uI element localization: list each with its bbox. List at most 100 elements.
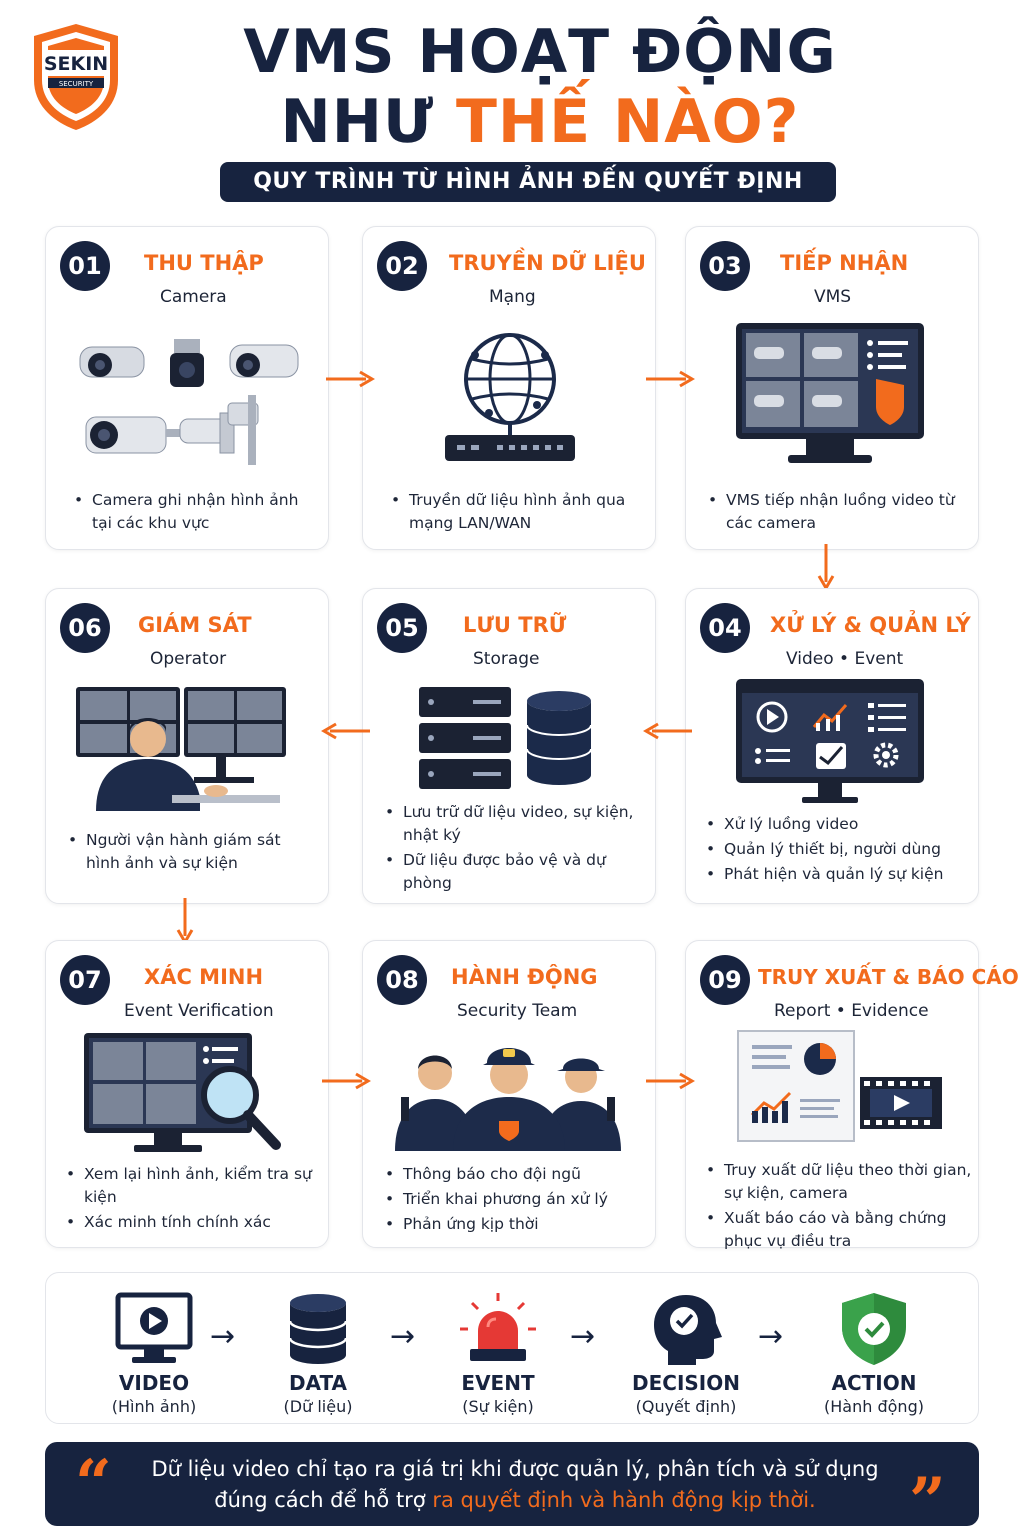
video-monitor-icon [115, 1292, 193, 1363]
step-title: TIẾP NHẬN [780, 251, 909, 275]
page-title-line-2: NHƯ THẾ NÀO? [280, 87, 800, 157]
step-bullets: Xem lại hình ảnh, kiểm tra sự kiện Xác m… [66, 1163, 320, 1236]
logo-text: SEKIN [44, 53, 108, 75]
step-bullets: Truy xuất dữ liệu theo thời gian, sự kiệ… [706, 1159, 972, 1255]
alarm-siren-icon [460, 1293, 536, 1361]
step-card-07: 07 XÁC MINH Event Verification Xem lại h… [45, 940, 329, 1248]
bullet-item: Quản lý thiết bị, người dùng [706, 838, 968, 861]
security-team-icon [395, 1048, 621, 1151]
logo-tagline: SECURITY [59, 80, 94, 88]
arrow-left-icon [321, 722, 370, 740]
step-bullets: Lưu trữ dữ liệu video, sự kiện, nhật ký … [385, 801, 645, 897]
bullet-item: Truy xuất dữ liệu theo thời gian, sự kiệ… [706, 1159, 972, 1205]
step-title: XÁC MINH [144, 965, 264, 989]
close-quote-icon: ” [909, 1464, 946, 1536]
bullet-item: VMS tiếp nhận luồng video từ các camera [708, 489, 968, 535]
quote-text: Dữ liệu video chỉ tạo ra giá trị khi đượ… [135, 1454, 895, 1516]
flow-label: EVENT [461, 1371, 535, 1395]
operator-monitoring-icon [76, 687, 286, 811]
flow-label: ACTION [831, 1371, 917, 1395]
step-title: XỬ LÝ & QUẢN LÝ [770, 613, 971, 637]
step-number: 09 [700, 955, 750, 1005]
step-card-06: 06 GIÁM SÁT Operator Người vận hành giám… [45, 588, 329, 904]
page-title-line-1: VMS HOẠT ĐỘNG [243, 17, 837, 87]
arrow-right-icon [322, 1072, 371, 1090]
step-card-05: 05 LƯU TRỮ Storage Lưu trữ dữ liệu video… [362, 588, 656, 904]
step-number: 02 [377, 241, 427, 291]
flow-arrow-icon: → [758, 1319, 784, 1354]
step-number: 08 [377, 955, 427, 1005]
step-card-08: 08 HÀNH ĐỘNG Security Team Thông báo cho… [362, 940, 656, 1248]
step-title: GIÁM SÁT [138, 613, 252, 637]
bullet-item: Lưu trữ dữ liệu video, sự kiện, nhật ký [385, 801, 645, 847]
flow-arrow-icon: → [390, 1319, 416, 1354]
step-card-02: 02 TRUYỀN DỮ LIỆU Mạng Truyền dữ liệu hì… [362, 226, 656, 550]
open-quote-icon: “ [75, 1446, 112, 1521]
step-card-09: 09 TRUY XUẤT & BÁO CÁO Report • Evidence… [685, 940, 1019, 1250]
step-bullets: Xử lý luồng video Quản lý thiết bị, ngườ… [706, 813, 968, 888]
step-number: 01 [60, 241, 110, 291]
quote-line-2: đúng cách để hỗ trợ ra quyết định và hàn… [214, 1488, 816, 1512]
flow-sublabel: (Hình ảnh) [111, 1397, 197, 1416]
arrow-left-icon [643, 722, 692, 740]
closing-quote-banner: “ Dữ liệu video chỉ tạo ra giá trị khi đ… [45, 1442, 979, 1534]
page-subtitle: QUY TRÌNH TỪ HÌNH ẢNH ĐẾN QUYẾT ĐỊNH [220, 162, 836, 202]
flow-sublabel: (Hành động) [824, 1397, 924, 1416]
step-title: LƯU TRỮ [463, 613, 567, 637]
flow-arrow-icon: → [570, 1319, 596, 1354]
quote-highlight: ra quyết định và hành động kịp thời. [432, 1488, 816, 1512]
step-bullets: Thông báo cho đội ngũ Triển khai phương … [385, 1163, 647, 1238]
step-title: HÀNH ĐỘNG [451, 965, 598, 989]
bullet-item: Phát hiện và quản lý sự kiện [706, 863, 968, 886]
step-title: TRUYỀN DỮ LIỆU [449, 251, 646, 275]
bullet-item: Xem lại hình ảnh, kiểm tra sự kiện [66, 1163, 320, 1209]
storage-server-icon [419, 687, 592, 789]
database-icon [288, 1294, 348, 1364]
bullet-item: Xử lý luồng video [706, 813, 968, 836]
step-subtitle: Storage [473, 649, 540, 669]
bullet-item: Triển khai phương án xử lý [385, 1188, 647, 1211]
flow-label: DATA [288, 1371, 348, 1395]
processing-dashboard-icon [736, 679, 924, 803]
step-subtitle: Video • Event [786, 649, 904, 669]
step-number: 03 [700, 241, 750, 291]
step-bullets: VMS tiếp nhận luồng video từ các camera [708, 489, 968, 537]
step-title: THU THẬP [144, 251, 264, 275]
arrow-right-icon [646, 370, 695, 388]
step-number: 04 [700, 603, 750, 653]
flow-sublabel: (Quyết định) [635, 1397, 737, 1416]
step-number: 06 [60, 603, 110, 653]
step-subtitle: Mạng [489, 287, 536, 307]
arrow-right-icon [326, 370, 375, 388]
step-card-03: 03 TIẾP NHẬN VMS VMS tiếp nhận luồng vid… [685, 226, 979, 550]
vms-monitor-icon [736, 323, 924, 463]
step-bullets: Camera ghi nhận hình ảnh tại các khu vực [74, 489, 314, 537]
bullet-item: Dữ liệu được bảo vệ và dự phòng [385, 849, 645, 895]
bullet-item: Xác minh tính chính xác [66, 1211, 320, 1234]
sekin-logo: SEKIN SECURITY [34, 24, 118, 130]
bullet-item: Camera ghi nhận hình ảnh tại các khu vực [74, 489, 314, 535]
step-card-01: 01 THU THẬP Camera Camera ghi nhận hình … [45, 226, 329, 550]
step-subtitle: Operator [150, 649, 227, 669]
report-evidence-icon [737, 1030, 942, 1142]
camera-group-icon [79, 339, 299, 465]
head-check-icon [654, 1295, 722, 1365]
step-subtitle: Report • Evidence [774, 1001, 929, 1021]
step-subtitle: Security Team [457, 1001, 578, 1021]
bullet-item: Phản ứng kịp thời [385, 1213, 647, 1236]
arrow-down-icon [176, 898, 194, 944]
bullet-item: Truyền dữ liệu hình ảnh qua mạng LAN/WAN [391, 489, 641, 535]
bullet-item: Người vận hành giám sát hình ảnh và sự k… [68, 829, 318, 875]
flow-arrow-icon: → [210, 1319, 236, 1354]
flow-label: DECISION [632, 1371, 740, 1395]
step-title: TRUY XUẤT & BÁO CÁO [758, 965, 1019, 989]
shield-check-icon [842, 1293, 906, 1365]
step-number: 07 [60, 955, 110, 1005]
step-number: 05 [377, 603, 427, 653]
step-subtitle: Camera [160, 287, 227, 307]
step-subtitle: VMS [814, 287, 852, 307]
bullet-item: Xuất báo cáo và bằng chứng phục vụ điều … [706, 1207, 972, 1253]
step-bullets: Truyền dữ liệu hình ảnh qua mạng LAN/WAN [391, 489, 641, 537]
globe-network-icon [445, 333, 575, 461]
arrow-down-icon [817, 544, 835, 590]
